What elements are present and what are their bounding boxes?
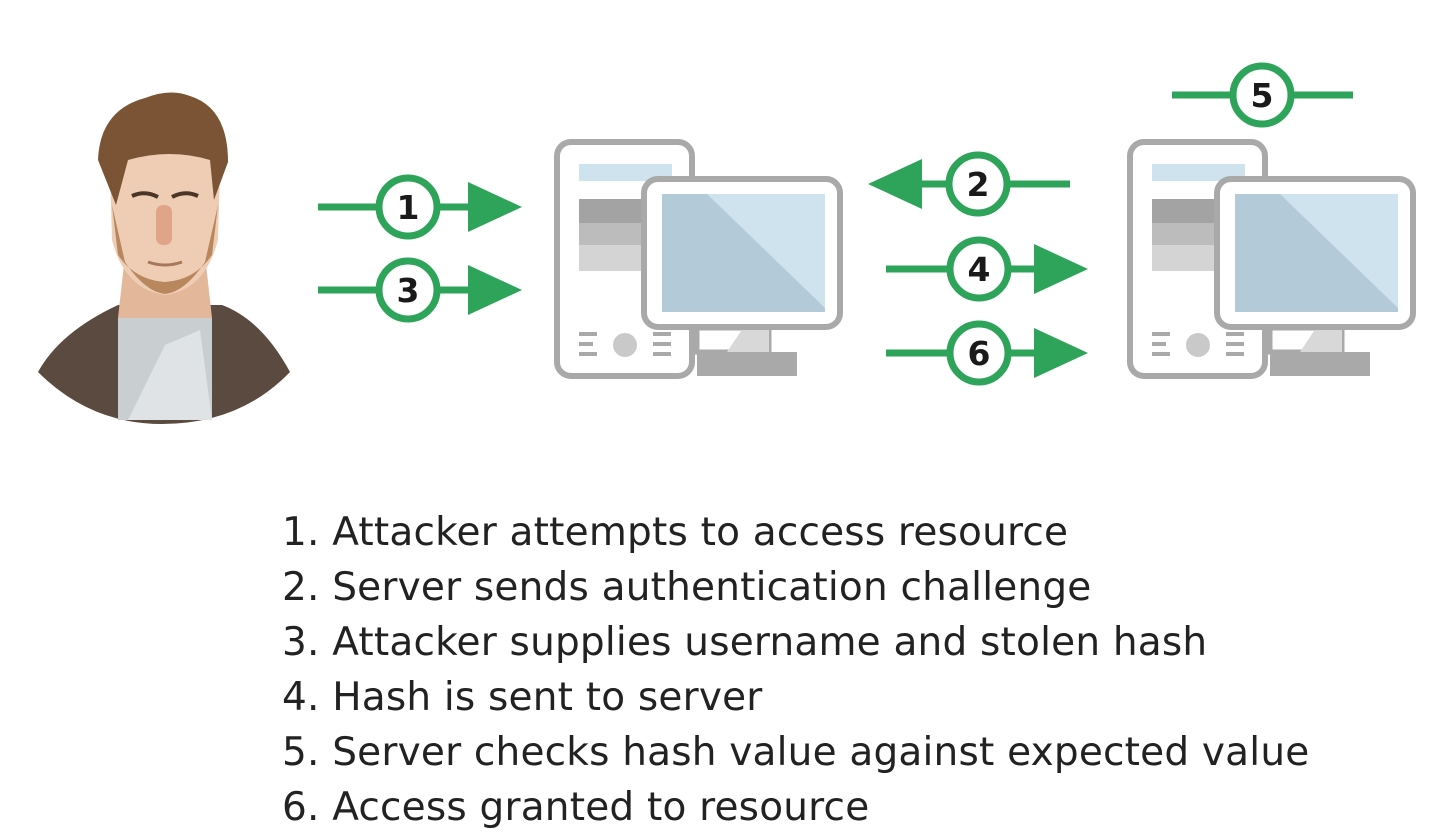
step-5-marker: 5: [1172, 62, 1353, 128]
step-4-arrow: 4: [886, 236, 1088, 302]
step-2-arrow: 2: [868, 151, 1070, 217]
step-5-text: 5. Server checks hash value against expe…: [282, 730, 1310, 775]
step-6-arrow: 6: [886, 320, 1088, 386]
server-computer-icon: [1130, 142, 1413, 376]
step-3-arrow: 3: [318, 257, 522, 323]
steps-list: 1. Attacker attempts to access resource …: [282, 505, 1309, 835]
step-6-text: 6. Access granted to resource: [282, 785, 870, 830]
step-3-text: 3. Attacker supplies username and stolen…: [282, 620, 1208, 665]
client-computer-icon: [557, 142, 840, 376]
step-1-number: 1: [397, 188, 420, 227]
step-4-number: 4: [968, 250, 991, 289]
step-4-text: 4. Hash is sent to server: [282, 675, 763, 720]
step-2-text: 2. Server sends authentication challenge: [282, 565, 1092, 610]
step-1-arrow: 1: [318, 174, 522, 240]
step-1-text: 1. Attacker attempts to access resource: [282, 510, 1069, 555]
step-5-number: 5: [1251, 76, 1274, 115]
step-2-number: 2: [967, 165, 990, 204]
step-6-number: 6: [968, 334, 991, 373]
attacker-avatar-icon: [38, 92, 290, 424]
step-3-number: 3: [397, 271, 420, 310]
